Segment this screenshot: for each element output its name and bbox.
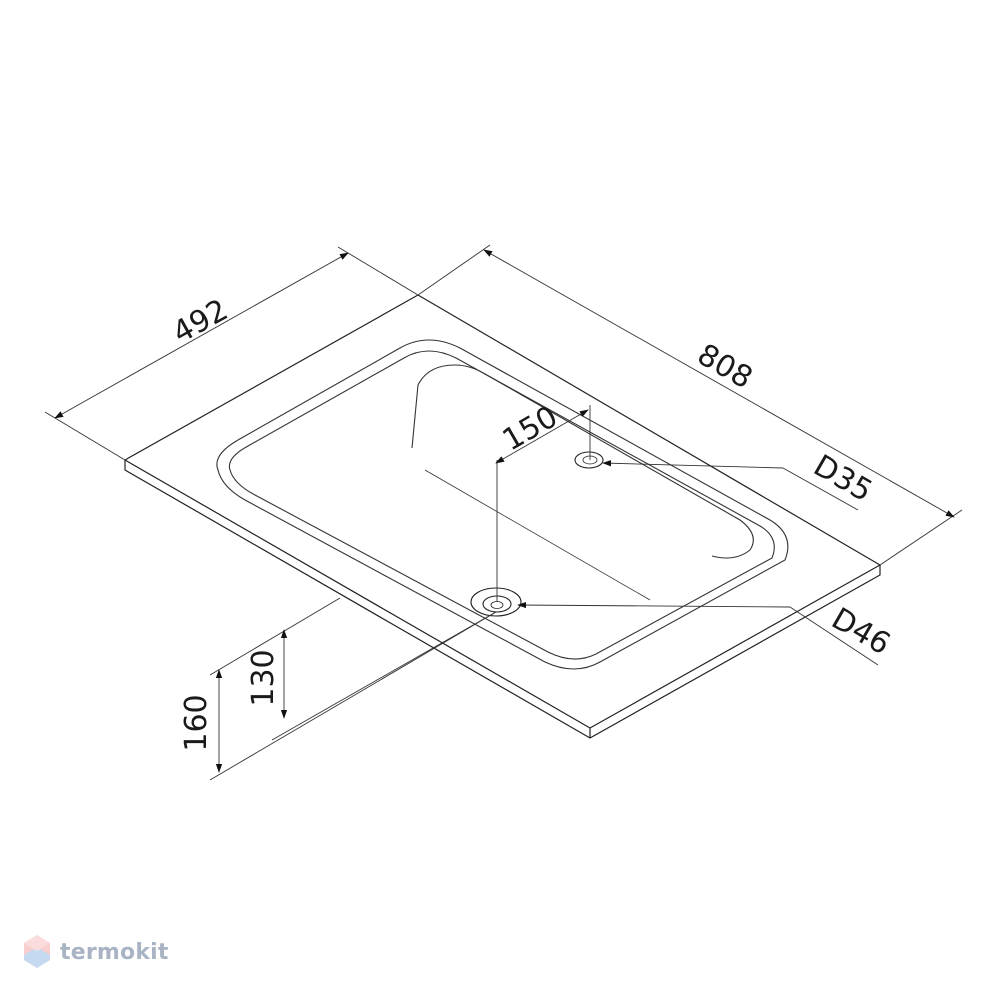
drain-offset-dim-line (495, 409, 589, 464)
basin-rim-inner (228, 350, 775, 660)
slab-side-edge (589, 565, 881, 739)
termokit-watermark: termokit (22, 934, 169, 970)
height-130-label: 130 (246, 649, 281, 706)
height-160-label: 160 (179, 694, 214, 751)
d35-leader-arrow (602, 460, 784, 469)
height-extension-top-160 (209, 597, 341, 676)
width-extension-right (879, 509, 963, 566)
basin-rim-outer (216, 339, 789, 670)
dimension-lines (44, 244, 963, 781)
depth-extension-right (337, 246, 419, 296)
depth-label: 492 (167, 293, 234, 351)
width-label: 808 (691, 337, 758, 396)
d35-leader (782, 467, 859, 511)
width-dim-line (483, 249, 955, 518)
d46-leader-arrow (517, 601, 791, 609)
d46-leader (789, 606, 879, 666)
width-extension-back (417, 244, 491, 296)
slab-top-face (124, 294, 881, 729)
termokit-logo-icon (24, 935, 50, 968)
height-extension-bottom (209, 611, 497, 781)
tap-hole-label: D35 (807, 448, 878, 509)
termokit-wordmark: termokit (60, 939, 169, 965)
depth-dim-line (54, 252, 349, 419)
sink-slab (124, 294, 881, 739)
depth-extension-left (44, 411, 126, 461)
slab-front-edge (124, 460, 591, 739)
height-extension-top-130 (271, 611, 497, 741)
basin-bowl-floor-line (424, 469, 651, 601)
